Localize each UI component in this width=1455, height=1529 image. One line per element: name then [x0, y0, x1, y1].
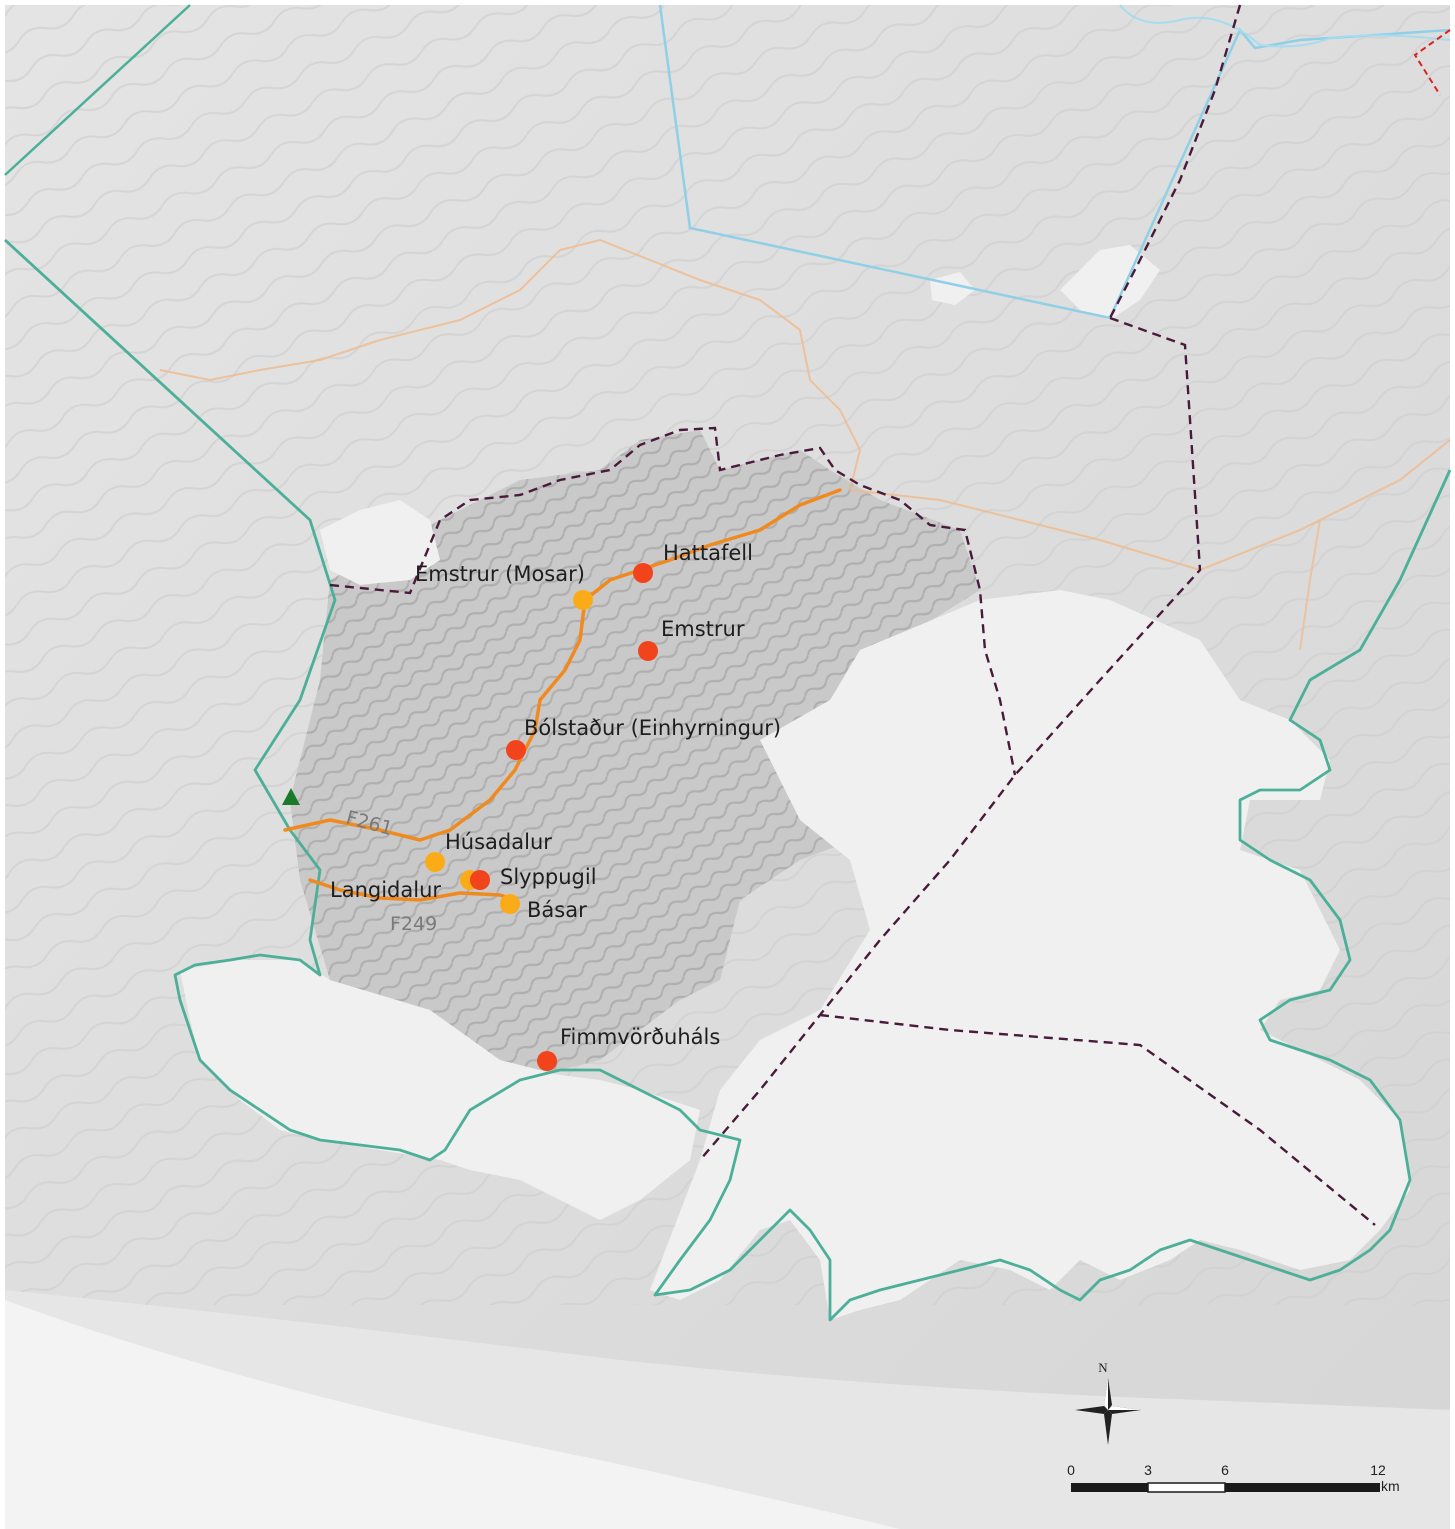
- hut-marker-emstrur[interactable]: [638, 641, 658, 661]
- park-zone-boundaries: [329, 4, 1376, 1226]
- road-f261: [283, 488, 842, 842]
- road-f249: [308, 878, 517, 902]
- hut-marker-slyppugil[interactable]: [470, 870, 490, 890]
- scale-unit: km: [1381, 1478, 1400, 1494]
- hut-label-emstrur: Emstrur: [661, 617, 745, 641]
- coastline-sand: [5, 1300, 900, 1529]
- hut-marker-fimmvorduhals[interactable]: [537, 1051, 557, 1071]
- municipal-boundary-east: [849, 439, 1451, 572]
- glacier-small-west: [320, 500, 440, 585]
- protected-area-boundary-west: [4, 4, 191, 176]
- road-label-f249: F249: [390, 913, 437, 935]
- scale-tick-0: 0: [1067, 1462, 1075, 1478]
- red-boundary: [1413, 29, 1451, 96]
- scale-bar-segment-2: [1147, 1482, 1226, 1493]
- hut-marker-bolstadur[interactable]: [506, 740, 526, 760]
- scale-tick-12: 12: [1370, 1462, 1386, 1478]
- hut-label-basar: Básar: [527, 898, 587, 922]
- municipal-boundary-southeast: [1299, 519, 1321, 651]
- river: [1119, 4, 1451, 48]
- scale-bar: 0 3 6 12 km: [1067, 1462, 1400, 1494]
- scale-bar-segment-1: [1071, 1483, 1148, 1492]
- glacier-myrdalsjokull: [650, 590, 1410, 1320]
- hut-label-bolstadur: Bólstaður (Einhyrningur): [524, 716, 781, 740]
- hut-marker-basar[interactable]: [500, 894, 520, 914]
- hut-label-langidalur: Langidalur: [330, 878, 441, 902]
- hut-label-hattafell: Hattafell: [663, 541, 753, 565]
- hut-marker-emstrur-mosar[interactable]: [573, 590, 593, 610]
- glacier-eyjafjallajokull: [180, 960, 700, 1220]
- protected-area-boundary-main: [4, 238, 1452, 1322]
- glacier-small-north: [930, 272, 975, 305]
- hut-label-slyppugil: Slyppugil: [500, 865, 597, 889]
- compass-rose-icon: N: [1075, 1360, 1141, 1445]
- scale-tick-6: 6: [1221, 1462, 1229, 1478]
- hut-label-husadalur: Húsadalur: [445, 830, 552, 854]
- hut-markers: [425, 563, 658, 1071]
- scale-tick-3: 3: [1144, 1462, 1152, 1478]
- hut-marker-husadalur[interactable]: [425, 852, 445, 872]
- scale-bar-segment-3: [1225, 1483, 1380, 1492]
- municipal-boundary-north: [159, 238, 862, 491]
- hut-label-fimmvorduhals: Fimmvörðuháls: [560, 1025, 720, 1049]
- hut-label-emstrur-mosar: Emstrur (Mosar): [415, 562, 585, 586]
- hut-labels: Hattafell Emstrur (Mosar) Emstrur Bólsta…: [330, 541, 781, 1049]
- north-label: N: [1098, 1360, 1108, 1375]
- highland-relief-texture: [290, 430, 980, 1080]
- triangle-summit-icon[interactable]: [282, 788, 300, 805]
- hut-marker-hattafell[interactable]: [633, 563, 653, 583]
